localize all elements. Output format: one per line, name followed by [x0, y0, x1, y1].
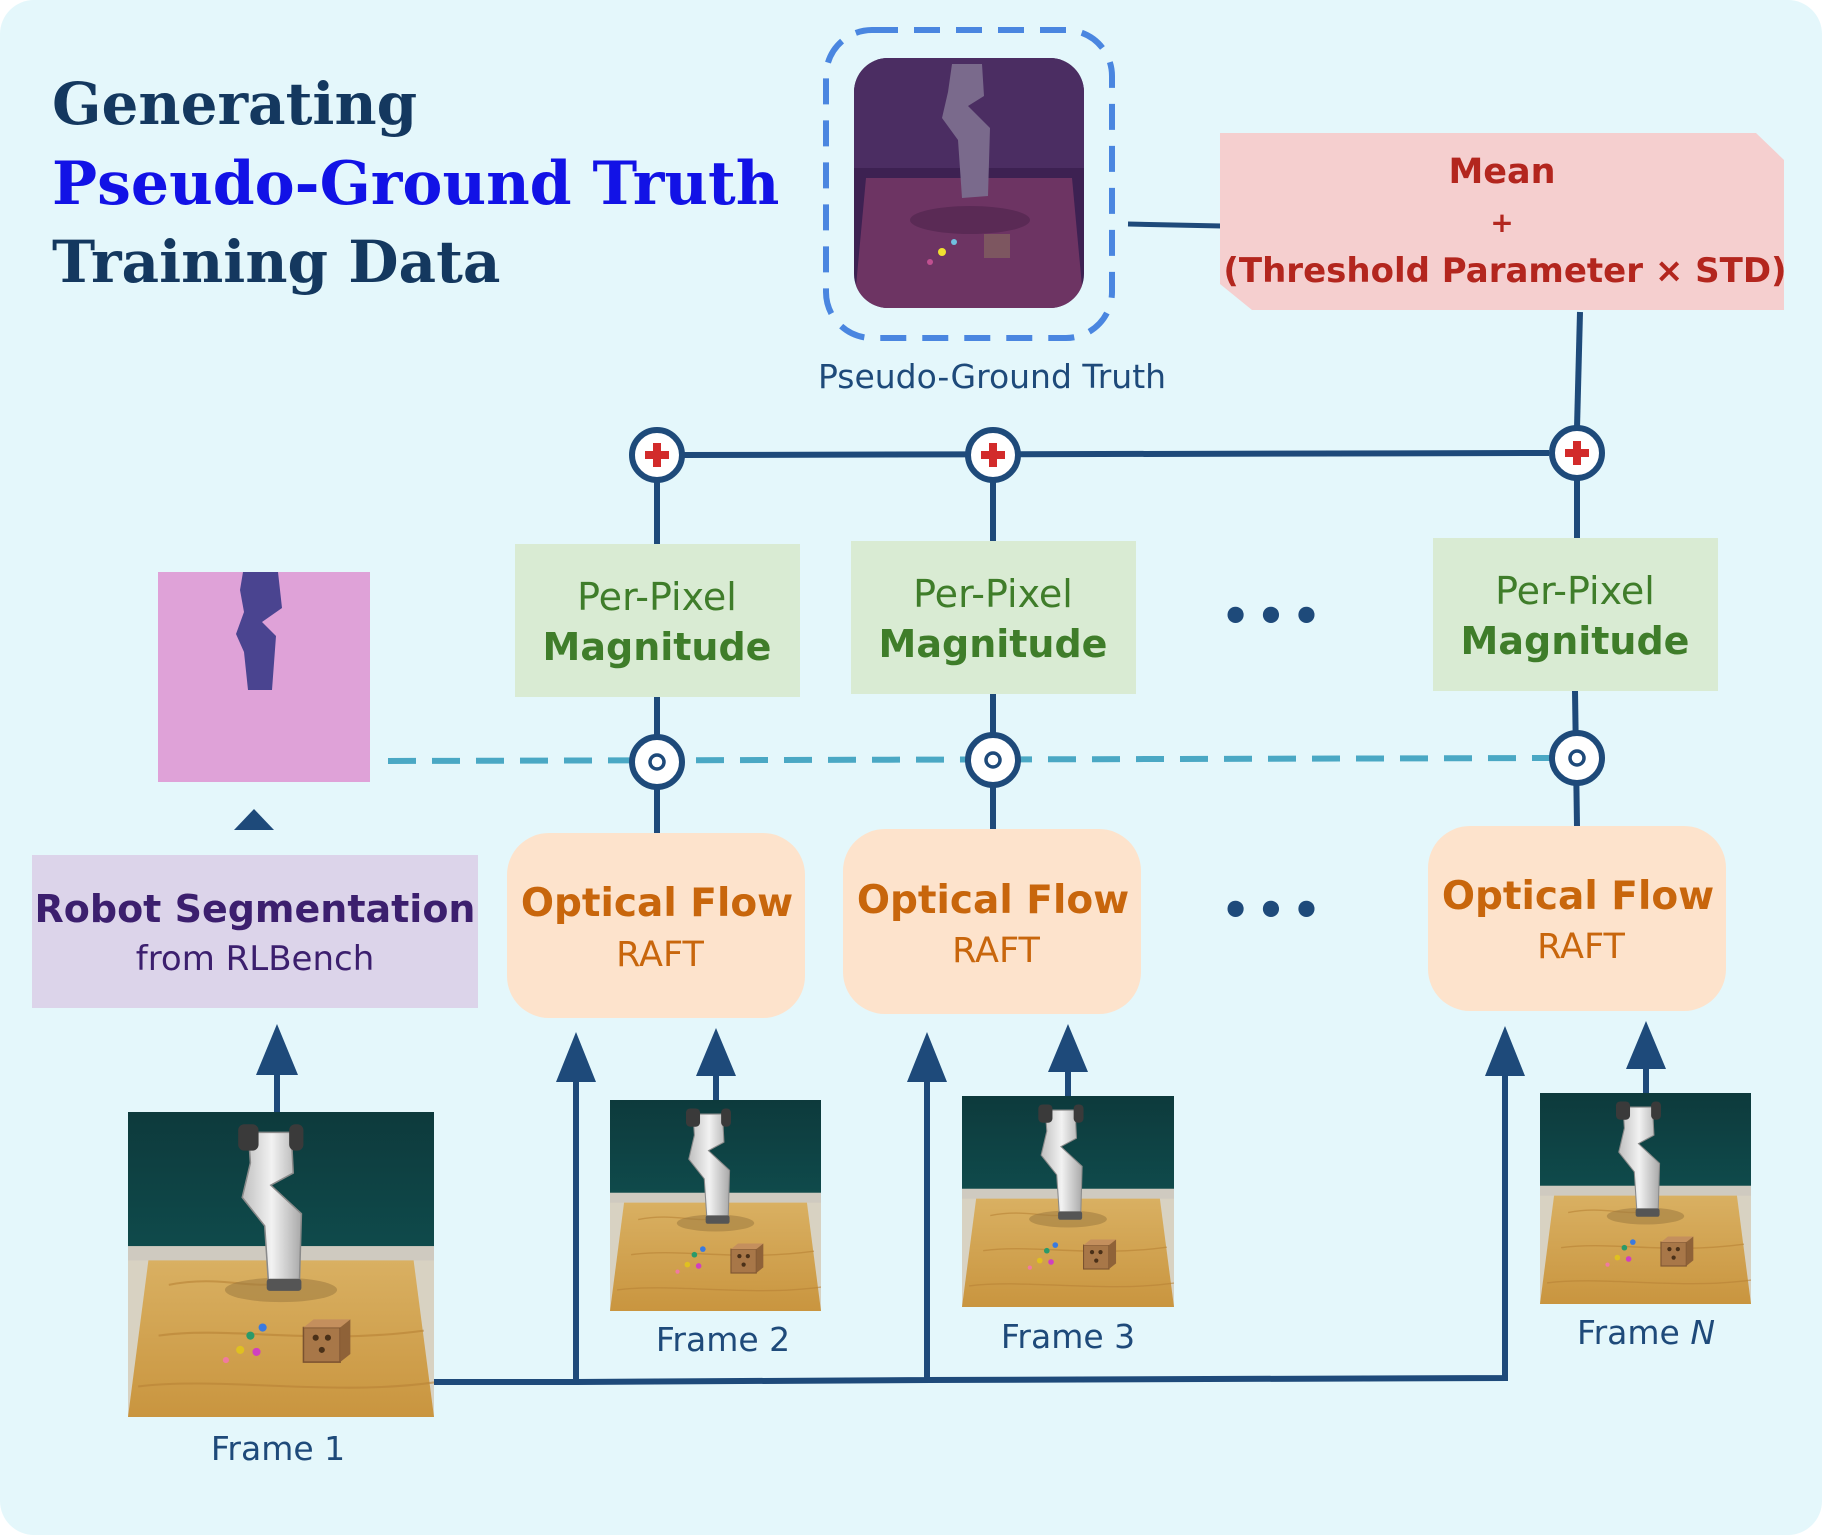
- frame-3-label: Frame 3: [1001, 1317, 1135, 1356]
- formula-box: [1220, 133, 1784, 310]
- title-line-2: Pseudo-Ground Truth: [52, 149, 779, 219]
- framen-to-flow3-arrow: [1626, 1021, 1666, 1069]
- frame-2-image: [610, 1100, 821, 1311]
- frame1-to-seg-arrow: [256, 1024, 298, 1075]
- formula-mean: Mean: [1448, 152, 1555, 192]
- optical-flow-2-title: Optical Flow: [857, 878, 1129, 923]
- ellipsis-lower: •••: [1221, 883, 1327, 937]
- pseudo-gt-label: Pseudo-Ground Truth: [818, 357, 1166, 396]
- magnitude-box-1: [515, 544, 800, 697]
- segmentation-box: [32, 855, 478, 1008]
- magnitude-box-3: [1433, 538, 1718, 691]
- segmentation-up-arrow: [234, 809, 274, 830]
- frame1-feed-flow3: [926, 1076, 1508, 1383]
- segmentation-title: Robot Segmentation: [35, 887, 476, 931]
- plus-node-1: [629, 427, 685, 483]
- title-line-3: Training Data: [52, 228, 500, 296]
- pseudo-gt-dashed-frame: [823, 27, 1115, 341]
- formula-down-line: [1574, 311, 1583, 429]
- frame1-to-flow3-arrow: [1485, 1026, 1525, 1076]
- formula-plus: +: [1490, 206, 1513, 239]
- ellipsis-upper: •••: [1221, 589, 1327, 643]
- sum-horizontal-line: [682, 450, 1550, 458]
- frame-2-label: Frame 2: [656, 1320, 790, 1359]
- frame-n-label: Frame N: [1577, 1313, 1715, 1352]
- formula-threshold: (Threshold Parameter × STD): [1223, 251, 1786, 291]
- frame1-to-flow2-arrow: [907, 1032, 947, 1082]
- multiply-node-3: [1549, 730, 1605, 786]
- optical-flow-3-title: Optical Flow: [1442, 874, 1714, 919]
- frame2-to-flow1-arrow: [696, 1028, 736, 1076]
- magnitude-3-line1: Per-Pixel: [1495, 569, 1655, 613]
- frame3-to-flow2-arrow: [1048, 1024, 1088, 1072]
- segmentation-subtitle: from RLBench: [136, 939, 375, 979]
- plus-node-3: [1549, 425, 1605, 481]
- pseudo-gt-image: [854, 58, 1084, 308]
- connector-gt-formula: [1127, 221, 1223, 229]
- sum-network: [654, 311, 1583, 544]
- plus-node-2: [965, 427, 1021, 483]
- title-line-1: Generating: [52, 70, 417, 138]
- magnitude-2-line2: Magnitude: [879, 622, 1108, 666]
- optical-flow-box-1: [507, 833, 805, 1018]
- magnitude-3-line2: Magnitude: [1461, 619, 1690, 663]
- optical-flow-box-2: [843, 829, 1141, 1014]
- frame-n-label-text: Frame: [1577, 1313, 1690, 1352]
- frame-3-image: [962, 1096, 1174, 1307]
- magnitude-2-line1: Per-Pixel: [913, 572, 1073, 616]
- frame-n-image: [1540, 1093, 1751, 1304]
- multiply-node-1: [629, 734, 685, 790]
- optical-flow-3-subtitle: RAFT: [1537, 927, 1625, 967]
- optical-flow-box-3: [1428, 826, 1726, 1011]
- optical-flow-1-title: Optical Flow: [521, 881, 793, 926]
- magnitude-1-line2: Magnitude: [543, 625, 772, 669]
- multiply-node-2: [965, 732, 1021, 788]
- mask-robot-silhouette: [236, 572, 282, 690]
- frame-1-image: [128, 1112, 434, 1417]
- frame-1-label: Frame 1: [211, 1429, 345, 1468]
- frame1-to-flow1-arrow: [556, 1032, 596, 1082]
- frame-n-label-italic: N: [1690, 1313, 1715, 1352]
- optical-flow-2-subtitle: RAFT: [952, 931, 1040, 971]
- magnitude-1-line1: Per-Pixel: [577, 575, 737, 619]
- optical-flow-1-subtitle: RAFT: [616, 935, 704, 975]
- magnitude-box-2: [851, 541, 1136, 694]
